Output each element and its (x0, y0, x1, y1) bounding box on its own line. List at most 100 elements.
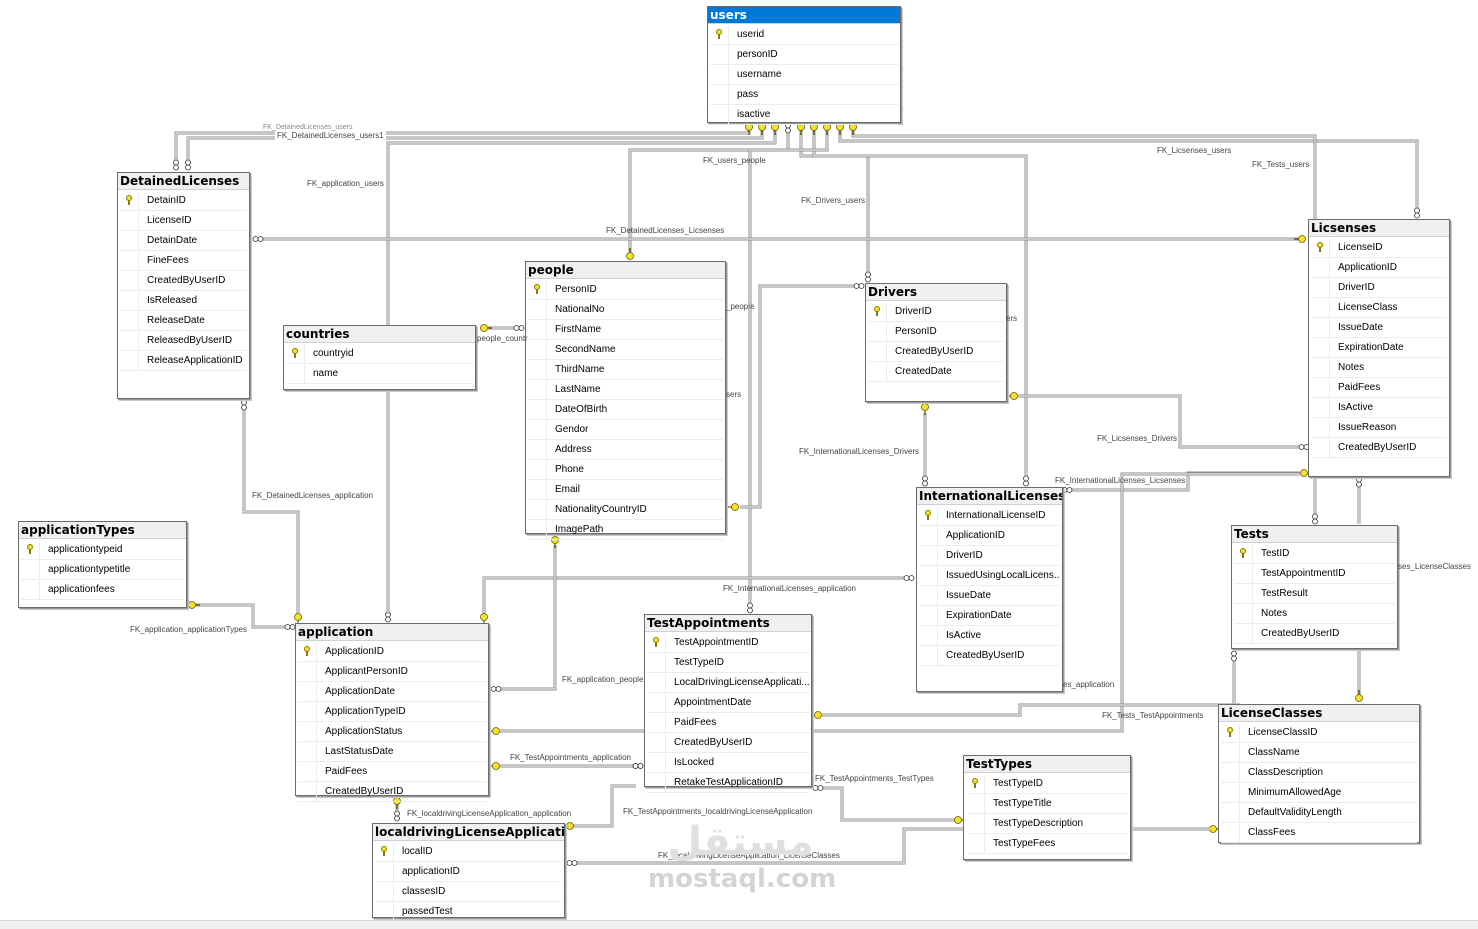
column-row[interactable]: LicenseID (120, 211, 247, 231)
relationship-line[interactable] (500, 545, 556, 690)
row-selector[interactable] (710, 45, 729, 64)
row-selector[interactable] (1234, 544, 1253, 563)
row-selector[interactable] (528, 280, 547, 299)
fk-label[interactable]: FK_application_applicationTypes (130, 625, 247, 634)
row-selector[interactable] (647, 773, 666, 792)
column-row[interactable]: ApplicationID (298, 642, 486, 662)
column-row[interactable]: applicationfees (21, 580, 184, 600)
row-selector[interactable] (1311, 258, 1330, 277)
row-selector[interactable] (1311, 418, 1330, 437)
row-selector[interactable] (120, 211, 139, 230)
column-row[interactable]: PersonID (528, 280, 723, 300)
column-row[interactable]: DetainDate (120, 231, 247, 251)
column-row[interactable]: IsActive (919, 626, 1060, 646)
column-row[interactable]: ThirdName (528, 360, 723, 380)
row-selector[interactable] (1234, 564, 1253, 583)
relationship-line[interactable] (813, 126, 1027, 478)
row-selector[interactable] (966, 814, 985, 833)
row-selector[interactable] (528, 380, 547, 399)
column-row[interactable]: LastName (528, 380, 723, 400)
column-row[interactable]: Email (528, 480, 723, 500)
table-title[interactable]: applicationTypes (19, 522, 186, 539)
row-selector[interactable] (647, 653, 666, 672)
row-selector[interactable] (120, 311, 139, 330)
column-row[interactable]: ClassFees (1221, 823, 1417, 843)
column-row[interactable]: CreatedByUserID (868, 342, 1004, 362)
table-title[interactable]: application (296, 624, 488, 641)
row-selector[interactable] (966, 834, 985, 853)
relationship-line[interactable] (838, 126, 1419, 210)
column-row[interactable]: ClassDescription (1221, 763, 1417, 783)
fk-label[interactable]: ers (1006, 314, 1018, 323)
column-row[interactable]: DriverID (868, 302, 1004, 322)
row-selector[interactable] (647, 633, 666, 652)
table-application-types[interactable]: applicationTypes applicationtypeid applic… (18, 521, 187, 608)
row-selector[interactable] (710, 25, 729, 44)
column-row[interactable]: CreatedByUserID (1234, 624, 1395, 644)
row-selector[interactable] (1221, 723, 1240, 742)
column-row[interactable]: AppointmentDate (647, 693, 809, 713)
row-selector[interactable] (868, 362, 887, 381)
row-selector[interactable] (710, 65, 729, 84)
column-row[interactable]: TestTypeTitle (966, 794, 1128, 814)
column-row[interactable]: username (710, 65, 898, 85)
relationship-line[interactable] (500, 545, 557, 691)
column-row[interactable]: applicationtypeid (21, 540, 184, 560)
fk-label[interactable]: FK_InternationalLicenses_Licsenses (1055, 476, 1186, 485)
fk-label[interactable]: FK_TestAppointments_TestTypes (815, 774, 934, 783)
table-international-licenses[interactable]: InternationalLicenses InternationalLicen… (916, 487, 1063, 692)
row-selector[interactable] (298, 682, 317, 701)
row-selector[interactable] (1311, 398, 1330, 417)
row-selector[interactable] (1234, 624, 1253, 643)
row-selector[interactable] (375, 902, 394, 921)
row-selector[interactable] (1311, 358, 1330, 377)
column-row[interactable]: ApplicationStatus (298, 722, 486, 742)
fk-label[interactable]: FK_DetainedLicenses_Licsenses (606, 226, 725, 235)
row-selector[interactable] (298, 742, 317, 761)
column-row[interactable]: CreatedDate (868, 362, 1004, 382)
column-row[interactable]: NationalNo (528, 300, 723, 320)
row-selector[interactable] (375, 842, 394, 861)
fk-label[interactable]: _people (726, 302, 755, 311)
row-selector[interactable] (1311, 238, 1330, 257)
row-selector[interactable] (21, 540, 40, 559)
fk-label[interactable]: FK_TestAppointments_application (510, 753, 631, 762)
fk-label[interactable]: FK_users_people (703, 156, 766, 165)
column-row[interactable]: DetainID (120, 191, 247, 211)
fk-label[interactable]: FK_application_people (562, 675, 644, 684)
column-row[interactable]: ExpirationDate (1311, 338, 1447, 358)
row-selector[interactable] (528, 440, 547, 459)
column-row[interactable]: TestTypeID (647, 653, 809, 673)
row-selector[interactable] (919, 526, 938, 545)
table-title[interactable]: LicenseClasses (1219, 705, 1419, 722)
column-row[interactable]: CreatedByUserID (1311, 438, 1447, 458)
table-title[interactable]: DetainedLicenses (118, 173, 249, 190)
row-selector[interactable] (710, 85, 729, 104)
fk-label[interactable]: FK_DetainedLicenses_application (252, 491, 373, 500)
column-row[interactable]: TestTypeDescription (966, 814, 1128, 834)
relationship-line[interactable] (822, 787, 955, 821)
column-row[interactable]: TestAppointmentID (1234, 564, 1395, 584)
column-row[interactable]: DefaultValidityLength (1221, 803, 1417, 823)
relationship-line[interactable] (749, 126, 828, 605)
column-row[interactable]: ReleaseDate (120, 311, 247, 331)
relationship-line[interactable] (483, 577, 907, 614)
column-row[interactable]: ImagePath (528, 520, 723, 540)
column-row[interactable]: FineFees (120, 251, 247, 271)
row-selector[interactable] (919, 546, 938, 565)
column-row[interactable]: isactive (710, 105, 898, 125)
column-row[interactable]: SecondName (528, 340, 723, 360)
row-selector[interactable] (298, 662, 317, 681)
row-selector[interactable] (528, 300, 547, 319)
row-selector[interactable] (528, 500, 547, 519)
column-row[interactable]: CreatedByUserID (120, 271, 247, 291)
column-row[interactable]: passedTest (375, 902, 562, 922)
row-selector[interactable] (1311, 378, 1330, 397)
fk-label[interactable]: FK_TestAppointments_localdrivingLicenseA… (623, 807, 813, 816)
row-selector[interactable] (298, 782, 317, 801)
